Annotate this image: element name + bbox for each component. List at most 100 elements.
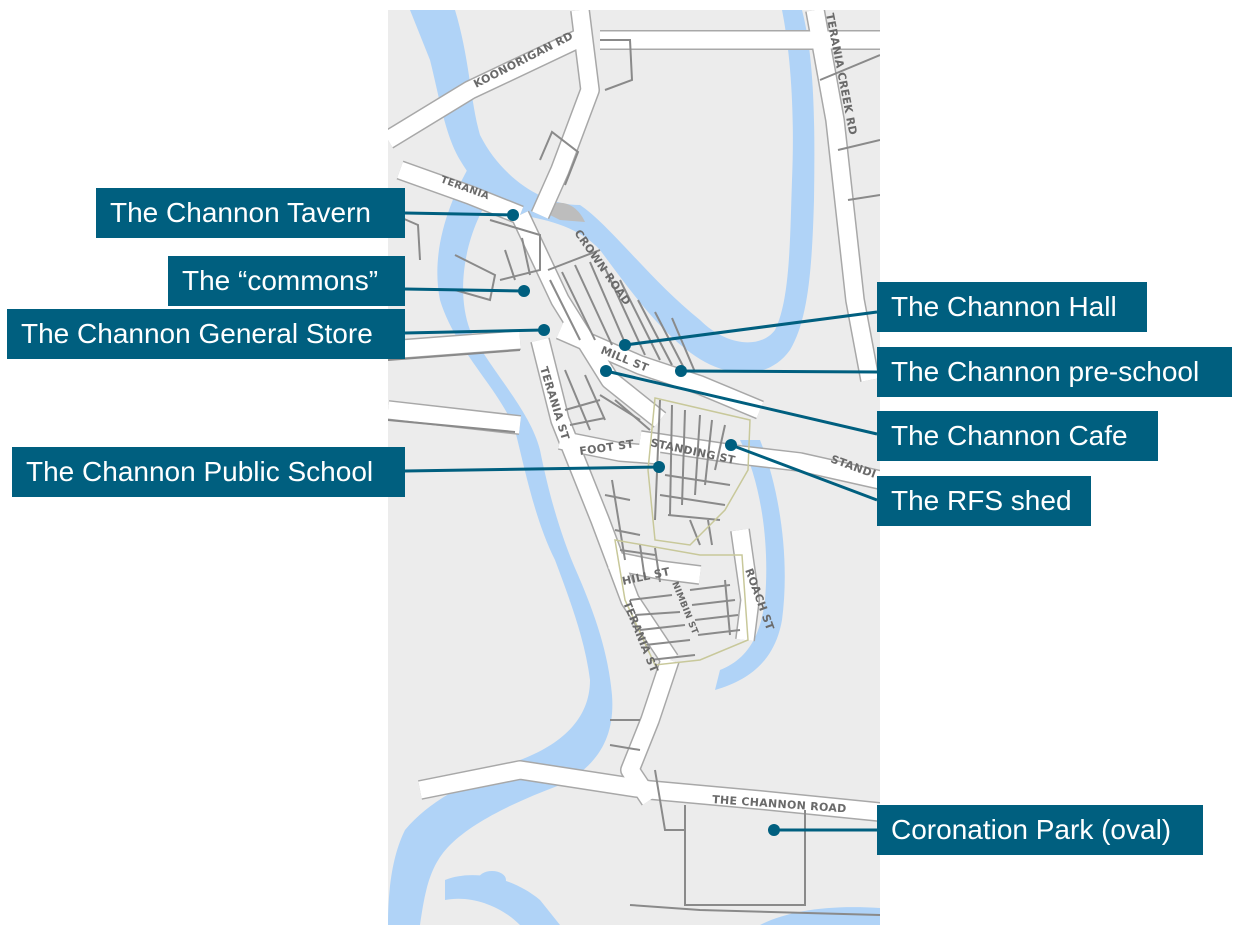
lot-line	[689, 584, 731, 591]
leader-tavern	[404, 211, 514, 217]
lot-line	[604, 267, 646, 356]
label-tavern[interactable]: The Channon Tavern	[96, 188, 405, 238]
lot-line	[724, 579, 731, 636]
road-terania-north	[397, 161, 524, 223]
lot-line	[684, 805, 806, 906]
lot-line	[600, 39, 634, 91]
marker-hall[interactable]	[619, 339, 631, 351]
leaders	[404, 211, 878, 832]
lot-line	[454, 254, 497, 302]
leader-preschool	[680, 369, 878, 374]
lot-line	[654, 769, 685, 831]
leader-cafe	[605, 369, 878, 436]
lot-line	[681, 409, 686, 506]
road-terania-west	[531, 337, 678, 665]
leader-hall	[624, 310, 878, 347]
lot-line	[569, 417, 606, 426]
lot-line	[549, 279, 581, 341]
lot-line	[644, 639, 691, 646]
pond	[478, 871, 506, 889]
lot-line	[564, 369, 591, 431]
lot-line	[649, 654, 696, 661]
road-west-2	[388, 401, 521, 434]
lot-line	[388, 419, 516, 433]
lot-lines	[388, 39, 880, 916]
leader-commons	[404, 287, 525, 293]
label-general-store[interactable]: The Channon General Store	[7, 309, 405, 359]
lot-line	[639, 544, 646, 581]
label-coronation-park[interactable]: Coronation Park (oval)	[877, 805, 1203, 855]
leader-rfs-shed	[730, 443, 878, 502]
lot-line	[604, 494, 631, 501]
lot-line	[609, 744, 641, 751]
lot-line	[388, 349, 521, 361]
roads	[388, 10, 880, 821]
lot-line	[629, 904, 880, 916]
lot-line	[629, 594, 673, 601]
lot-line	[637, 299, 673, 366]
marker-preschool[interactable]	[675, 365, 687, 377]
lot-line	[694, 414, 701, 496]
leader-general-store	[404, 328, 545, 335]
river-southwest	[445, 875, 560, 925]
lot-line	[561, 271, 596, 341]
lot-line	[697, 629, 741, 636]
label-rfs-shed[interactable]: The RFS shed	[877, 476, 1091, 526]
lot-line	[654, 311, 686, 371]
marker-general-store[interactable]	[538, 324, 550, 336]
lot-line	[664, 474, 731, 486]
map-area: KOONORIGAN RD TERANIA CREEK RD TERANIA C…	[388, 10, 880, 925]
zone-outline	[614, 397, 751, 666]
marker-tavern[interactable]	[507, 209, 519, 221]
road-hill	[608, 551, 702, 584]
lot-line	[639, 624, 686, 631]
leader-public-school	[404, 465, 660, 473]
marker-commons[interactable]	[518, 285, 530, 297]
marker-cafe[interactable]	[600, 365, 612, 377]
lot-line	[694, 614, 739, 621]
lot-line	[619, 549, 656, 556]
markers	[507, 209, 780, 836]
lot-line	[671, 317, 696, 373]
label-cafe[interactable]: The Channon Cafe	[877, 411, 1158, 461]
marker-coronation-park[interactable]	[768, 824, 780, 836]
label-public-school[interactable]: The Channon Public School	[12, 447, 405, 497]
lot-line	[521, 237, 531, 276]
lot-line	[589, 261, 629, 351]
lot-line	[819, 54, 880, 81]
lot-line	[659, 494, 726, 506]
label-preschool[interactable]: The Channon pre-school	[877, 347, 1232, 397]
label-hall[interactable]: The Channon Hall	[877, 282, 1147, 332]
lot-line	[539, 130, 580, 186]
river-southeast	[760, 907, 880, 925]
lot-line	[714, 424, 726, 471]
lot-line	[634, 611, 681, 616]
lot-line	[707, 519, 713, 546]
lot-line	[547, 249, 601, 271]
road-terania-creek	[806, 10, 879, 382]
lot-line	[667, 514, 721, 521]
road-west-1	[388, 331, 521, 359]
lot-line	[614, 529, 641, 536]
road-crown-north	[532, 10, 599, 219]
road-mill	[556, 322, 764, 418]
road-foot	[558, 431, 661, 464]
lot-line	[611, 479, 626, 561]
lot-line	[614, 399, 651, 431]
lot-line	[504, 249, 516, 281]
lot-line	[654, 547, 661, 583]
lot-line	[847, 194, 880, 201]
label-commons[interactable]: The “commons”	[168, 256, 405, 306]
river-east	[715, 440, 785, 690]
marker-rfs-shed[interactable]	[725, 439, 737, 451]
road-koonorigan	[388, 30, 584, 148]
lot-line	[654, 399, 661, 521]
lot-line	[489, 219, 541, 281]
road-channon	[418, 761, 880, 821]
marker-public-school[interactable]	[653, 461, 665, 473]
lot-line	[584, 374, 606, 421]
lot-line	[564, 399, 601, 411]
lot-line	[619, 279, 661, 361]
lot-line	[704, 419, 713, 486]
